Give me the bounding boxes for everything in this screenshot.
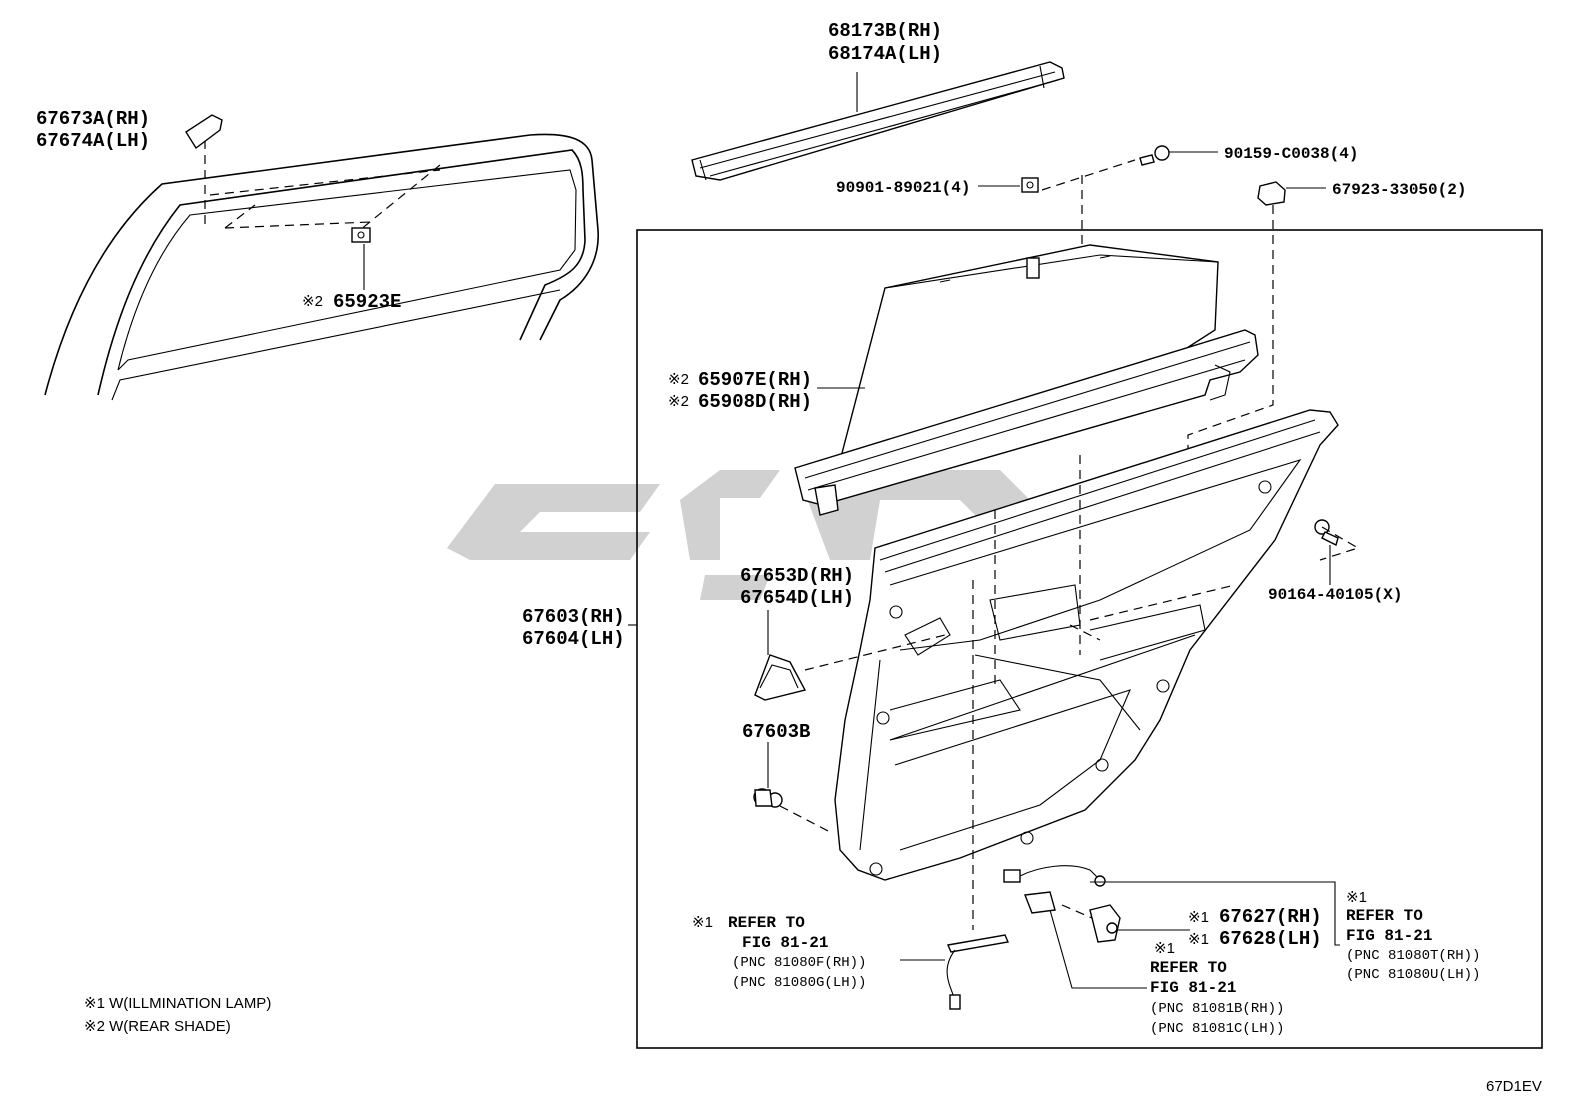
screw-90164-part xyxy=(1314,519,1339,547)
door-trim-panel-part xyxy=(834,409,1339,930)
clip-part xyxy=(1257,181,1286,206)
cover-part xyxy=(754,654,807,701)
label-67673a: 67673A(RH) xyxy=(36,108,150,130)
ref-middle-pnc2: (PNC 81081C(LH)) xyxy=(1150,1021,1284,1037)
ref-right-pnc2: (PNC 81080U(LH)) xyxy=(1346,967,1480,983)
label-67603: 67603(RH) xyxy=(522,606,625,628)
label-65923e: 65923E xyxy=(333,291,401,313)
screw-part xyxy=(1139,145,1170,166)
label-90159: 90159-C0038(4) xyxy=(1224,145,1358,163)
ref-left-pnc1: (PNC 81080F(RH)) xyxy=(732,955,866,971)
wire-harness-part xyxy=(1003,865,1106,914)
mark-ref-left: ※1 xyxy=(692,914,713,931)
ref-middle-pnc1: (PNC 81081B(RH)) xyxy=(1150,1001,1284,1017)
label-65908d: 65908D(RH) xyxy=(698,391,812,413)
ref-left-fig: FIG 81-21 xyxy=(742,934,828,952)
label-68174a: 68174A(LH) xyxy=(828,43,942,65)
assist-grip-cover-part xyxy=(185,114,223,150)
mark-65907e: ※2 xyxy=(668,371,689,388)
door-frame-drawing xyxy=(44,133,599,401)
mark-67627: ※1 xyxy=(1188,909,1209,926)
door-panel-assembly-frame xyxy=(636,229,1543,1049)
ref-middle-fig: FIG 81-21 xyxy=(1150,979,1236,997)
diagram-code: 67D1EV xyxy=(1486,1078,1542,1095)
mark-65923e: ※2 xyxy=(302,293,323,310)
watermark-logo xyxy=(447,470,1090,600)
label-68173b: 68173B(RH) xyxy=(828,20,942,42)
ref-middle-refer: REFER TO xyxy=(1150,959,1227,977)
ref-right-fig: FIG 81-21 xyxy=(1346,927,1432,945)
mark-67628: ※1 xyxy=(1188,931,1209,948)
label-67628: 67628(LH) xyxy=(1219,928,1322,950)
ref-left-pnc2: (PNC 81080G(LH)) xyxy=(732,975,866,991)
weatherstrip-part xyxy=(691,61,1065,181)
label-67653d: 67653D(RH) xyxy=(740,565,854,587)
ref-left-refer: REFER TO xyxy=(728,914,805,932)
label-65907e: 65907E(RH) xyxy=(698,369,812,391)
label-67603b: 67603B xyxy=(742,721,810,743)
label-67654d: 67654D(LH) xyxy=(740,587,854,609)
note-illumination-lamp: ※1 W(ILLMINATION LAMP) xyxy=(84,995,271,1012)
label-90164: 90164-40105(X) xyxy=(1268,586,1402,604)
nut-part xyxy=(1021,177,1039,193)
trim-clip-part xyxy=(753,788,783,808)
shade-hook-part xyxy=(351,227,371,243)
label-67674a: 67674A(LH) xyxy=(36,130,150,152)
label-67604: 67604(LH) xyxy=(522,628,625,650)
mark-65908d: ※2 xyxy=(668,393,689,410)
label-90901: 90901-89021(4) xyxy=(836,179,970,197)
illumination-lamp-part xyxy=(1089,904,1121,943)
label-67627: 67627(RH) xyxy=(1219,906,1322,928)
mark-ref-middle: ※1 xyxy=(1154,940,1175,957)
note-rear-shade: ※2 W(REAR SHADE) xyxy=(84,1018,231,1035)
lamp-wire-part xyxy=(946,934,1009,1010)
rear-shade-part xyxy=(794,244,1259,516)
label-67923: 67923-33050(2) xyxy=(1332,181,1466,199)
ref-right-pnc1: (PNC 81080T(RH)) xyxy=(1346,948,1480,964)
ref-right-refer: REFER TO xyxy=(1346,907,1423,925)
mark-ref-right: ※1 xyxy=(1346,889,1367,906)
